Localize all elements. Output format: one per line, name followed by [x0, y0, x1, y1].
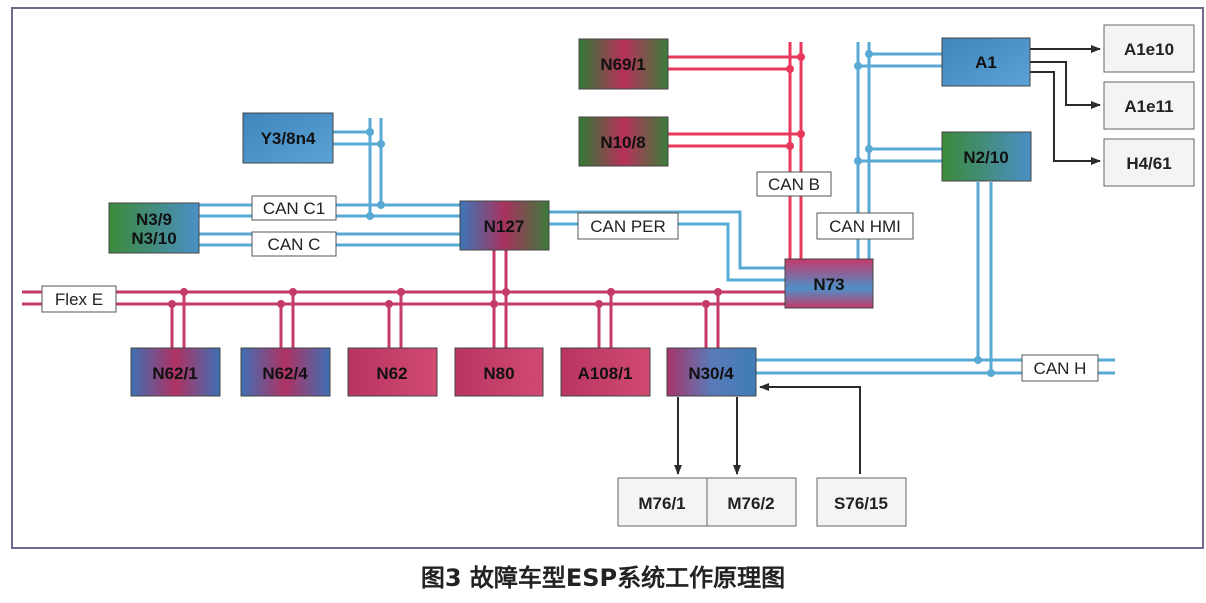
module-n80: N80 [454, 347, 544, 397]
can-b-bus-lines [668, 42, 803, 262]
control-arrows [674, 45, 1101, 475]
arrow-a1-to-a1e11 [1030, 61, 1101, 109]
module-label: N2/10 [963, 148, 1008, 167]
module-s76-15: S76/15 [816, 477, 907, 527]
module-n127: N127 [459, 200, 550, 251]
bus-label-flex-e: Flex E [41, 285, 117, 313]
bus-label-can-per: CAN PER [577, 212, 679, 240]
module-label: N30/4 [688, 364, 734, 383]
bus-label-can-h: CAN H [1021, 354, 1099, 382]
diagram-frame [11, 7, 1204, 549]
module-h4-61: H4/61 [1103, 138, 1195, 187]
module-label: N10/8 [600, 133, 645, 152]
bus-label-text: CAN PER [590, 217, 666, 236]
bus-label-text: Flex E [55, 290, 103, 309]
module-label: Y3/8n4 [261, 129, 316, 148]
bus-label-can-c1: CAN C1 [251, 195, 337, 221]
module-label: S76/15 [834, 494, 888, 513]
module-a1e11: A1e11 [1103, 81, 1195, 130]
module-label: M76/1 [638, 494, 685, 513]
module-label: N3/10 [131, 229, 176, 248]
module-label: N62/1 [152, 364, 197, 383]
module-n62-4: N62/4 [240, 347, 331, 397]
bus-label-text: CAN C1 [263, 199, 325, 218]
module-a1e10: A1e10 [1103, 24, 1195, 73]
module-m76-2: M76/2 [706, 477, 797, 527]
module-label: N69/1 [600, 55, 645, 74]
module-label: H4/61 [1126, 154, 1171, 173]
module-n69-1: N69/1 [578, 38, 669, 90]
bus-label-can-b: CAN B [756, 171, 832, 197]
wiring [22, 42, 1115, 375]
module-n30-4: N30/4 [666, 347, 757, 397]
bus-label-text: CAN B [768, 175, 820, 194]
module-label: N62/4 [262, 364, 308, 383]
module-m76-1: M76/1 [617, 477, 708, 527]
module-n62: N62 [347, 347, 438, 397]
bus-label-can-hmi: CAN HMI [816, 212, 914, 240]
module-label: N3/9 [136, 210, 172, 229]
module-a108-1: A108/1 [560, 347, 651, 397]
arrow-a1-to-h4-61 [1030, 71, 1101, 165]
bus-labels: CAN C1 CAN C CAN PER CAN B CAN HMI Flex … [41, 171, 1099, 382]
modules: Y3/8n4 N3/9 N3/10 N127 N69/1 N10/8 A1 N2… [108, 24, 1195, 527]
module-label: N73 [813, 275, 844, 294]
module-a1: A1 [941, 37, 1031, 87]
module-n10-8: N10/8 [578, 116, 669, 167]
esp-system-diagram: CAN C1 CAN C CAN PER CAN B CAN HMI Flex … [11, 7, 1204, 549]
figure-caption: 图3 故障车型ESP系统工作原理图 [420, 564, 786, 592]
module-label: A1e10 [1124, 40, 1174, 59]
module-label: N127 [484, 217, 525, 236]
module-label: N80 [483, 364, 514, 383]
module-label: A108/1 [578, 364, 633, 383]
bus-label-text: CAN H [1034, 359, 1087, 378]
module-n73: N73 [784, 258, 874, 309]
module-n62-1: N62/1 [130, 347, 221, 397]
module-n2-10: N2/10 [941, 131, 1032, 182]
bus-label-text: CAN HMI [829, 217, 901, 236]
bus-label-can-c: CAN C [251, 231, 337, 257]
module-y3-8n4: Y3/8n4 [242, 112, 334, 164]
module-label: M76/2 [727, 494, 774, 513]
flex-e-drops [170, 250, 720, 348]
module-label: N62 [376, 364, 407, 383]
junction-dots [168, 50, 995, 377]
module-label: A1e11 [1124, 97, 1173, 116]
module-label: A1 [975, 53, 997, 72]
module-n3-9-n3-10: N3/9 N3/10 [108, 202, 200, 254]
arrow-s76-15-to-n30-4 [759, 383, 861, 474]
bus-label-text: CAN C [268, 235, 321, 254]
